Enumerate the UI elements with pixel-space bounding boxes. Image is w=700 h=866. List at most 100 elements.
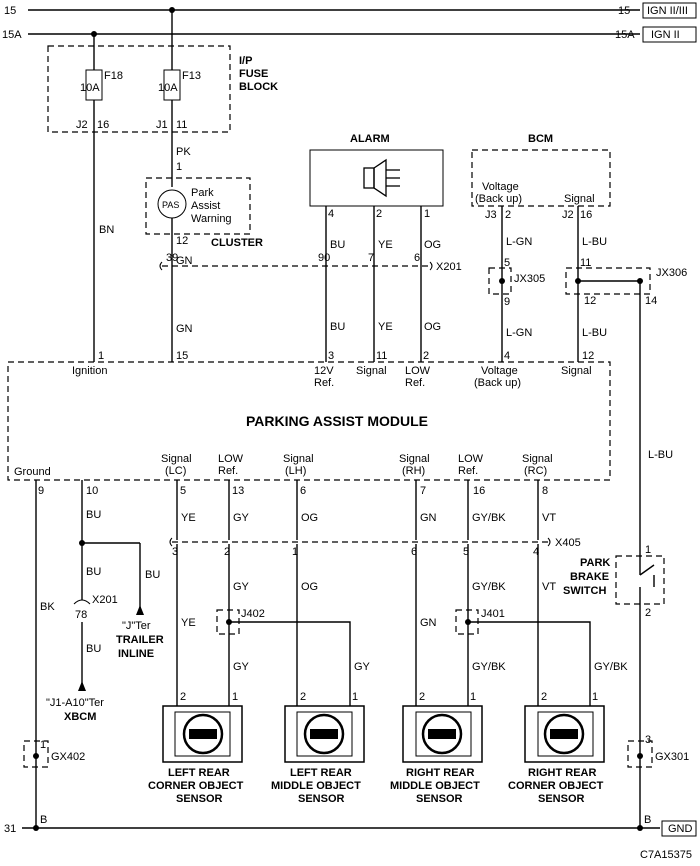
svg-text:JX306: JX306 — [656, 267, 687, 279]
ign-2-tag — [642, 26, 697, 43]
svg-text:LEFT REAR: LEFT REAR — [168, 767, 230, 779]
svg-text:16: 16 — [97, 119, 109, 131]
svg-text:BU: BU — [330, 239, 345, 251]
svg-text:GX402: GX402 — [51, 751, 85, 763]
svg-text:L-GN: L-GN — [506, 327, 532, 339]
svg-text:LOW: LOW — [458, 453, 484, 465]
svg-text:SENSOR: SENSOR — [176, 793, 223, 805]
svg-text:GN: GN — [420, 512, 437, 524]
svg-text:X201: X201 — [436, 261, 462, 273]
connector-x405: X405 3 2 1 6 5 4 — [169, 537, 581, 558]
svg-text:PARK: PARK — [580, 557, 610, 569]
svg-text:(RH): (RH) — [402, 465, 425, 477]
svg-text:GY/BK: GY/BK — [472, 581, 506, 593]
svg-text:2: 2 — [423, 350, 429, 362]
svg-text:2: 2 — [376, 208, 382, 220]
svg-text:1: 1 — [292, 546, 298, 558]
svg-text:2: 2 — [541, 691, 547, 703]
svg-text:SENSOR: SENSOR — [538, 793, 585, 805]
svg-text:MIDDLE OBJECT: MIDDLE OBJECT — [390, 780, 480, 792]
svg-text:Signal: Signal — [564, 193, 595, 205]
svg-text:PK: PK — [176, 146, 191, 158]
sensor-right-rear-middle: 2 1 RIGHT REAR MIDDLE OBJECT SENSOR — [390, 691, 483, 805]
svg-text:L-BU: L-BU — [648, 449, 673, 461]
svg-text:4: 4 — [533, 546, 539, 558]
park-brake-switch: 1 2 PARK BRAKE SWITCH — [563, 544, 665, 619]
svg-text:15: 15 — [618, 5, 630, 17]
svg-text:VT: VT — [542, 512, 556, 524]
svg-text:LEFT REAR: LEFT REAR — [290, 767, 352, 779]
svg-text:1: 1 — [40, 739, 46, 751]
svg-text:YE: YE — [181, 617, 196, 629]
svg-text:F18: F18 — [104, 70, 123, 82]
svg-text:Signal: Signal — [356, 365, 387, 377]
svg-text:Voltage: Voltage — [481, 365, 518, 377]
svg-text:J2: J2 — [76, 119, 88, 131]
svg-text:BU: BU — [86, 643, 101, 655]
svg-text:90: 90 — [318, 252, 330, 264]
svg-text:3: 3 — [172, 546, 178, 558]
gnd-tag — [661, 820, 697, 837]
svg-text:2: 2 — [419, 691, 425, 703]
svg-text:BU: BU — [86, 509, 101, 521]
svg-text:IGN II/III: IGN II/III — [647, 5, 688, 17]
rail-15a: 15A 15A IGN II — [2, 26, 697, 43]
svg-text:BLOCK: BLOCK — [239, 81, 278, 93]
svg-text:J1: J1 — [156, 119, 168, 131]
svg-text:ALARM: ALARM — [350, 133, 390, 145]
svg-text:7: 7 — [420, 485, 426, 497]
svg-text:1: 1 — [352, 691, 358, 703]
bcm: BCM Voltage (Back up) Signal J3 2 J2 16 … — [471, 133, 611, 362]
svg-text:CORNER OBJECT: CORNER OBJECT — [148, 780, 244, 792]
svg-text:31: 31 — [4, 823, 16, 835]
svg-text:BU: BU — [86, 566, 101, 578]
svg-text:1: 1 — [424, 208, 430, 220]
svg-text:Park: Park — [191, 187, 214, 199]
svg-text:14: 14 — [645, 295, 657, 307]
sensor-left-rear-middle: 2 1 LEFT REAR MIDDLE OBJECT SENSOR — [271, 691, 365, 805]
xbcm-terminal: "J1-A10"Ter XBCM — [46, 697, 104, 723]
ign-2-3-tag — [642, 2, 697, 19]
svg-text:Ref.: Ref. — [405, 377, 425, 389]
svg-text:(Back up): (Back up) — [474, 377, 521, 389]
svg-text:BN: BN — [99, 224, 114, 236]
ground-rail: 31 B B GND — [4, 814, 697, 837]
xbcm-terminal-arrow-icon — [78, 681, 86, 691]
svg-text:6: 6 — [300, 485, 306, 497]
svg-text:6: 6 — [414, 252, 420, 264]
svg-text:Signal: Signal — [561, 365, 592, 377]
svg-text:I/P: I/P — [239, 55, 252, 67]
svg-text:RIGHT REAR: RIGHT REAR — [406, 767, 475, 779]
svg-text:L-BU: L-BU — [582, 327, 607, 339]
svg-text:12: 12 — [582, 350, 594, 362]
connector-x201: X201 39 90 7 6 — [159, 252, 462, 273]
sensor-right-rear-corner: 2 1 RIGHT REAR CORNER OBJECT SENSOR — [508, 691, 605, 805]
svg-text:15A: 15A — [2, 29, 22, 41]
trailer-inline: "J"Ter TRAILER INLINE — [116, 620, 164, 660]
svg-text:12V: 12V — [314, 365, 334, 377]
svg-text:2: 2 — [300, 691, 306, 703]
parking-assist-module: PARKING ASSIST MODULE 1 Ignition 15 3 12… — [7, 350, 611, 497]
connector-gx402: 1 GX402 — [23, 739, 85, 768]
svg-text:9: 9 — [38, 485, 44, 497]
svg-text:1: 1 — [592, 691, 598, 703]
connector-jx305: JX305 5 9 — [488, 257, 545, 308]
fuse-block: I/P FUSE BLOCK F18 10A J2 16 F13 10A J1 … — [47, 10, 278, 362]
svg-text:X405: X405 — [555, 537, 581, 549]
svg-text:GY/BK: GY/BK — [472, 512, 506, 524]
svg-text:OG: OG — [424, 321, 441, 333]
svg-text:(LC): (LC) — [165, 465, 186, 477]
svg-text:GND: GND — [668, 823, 693, 835]
svg-text:15A: 15A — [615, 29, 635, 41]
svg-text:(LH): (LH) — [285, 465, 306, 477]
svg-text:BU: BU — [145, 569, 160, 581]
splice-j402: J402 — [216, 608, 265, 635]
svg-text:Signal: Signal — [522, 453, 553, 465]
svg-text:OG: OG — [301, 512, 318, 524]
svg-text:2: 2 — [505, 209, 511, 221]
rail-15: 15 15 IGN II/III — [4, 2, 697, 19]
svg-text:9: 9 — [504, 296, 510, 308]
svg-text:Signal: Signal — [161, 453, 192, 465]
svg-text:15: 15 — [176, 350, 188, 362]
